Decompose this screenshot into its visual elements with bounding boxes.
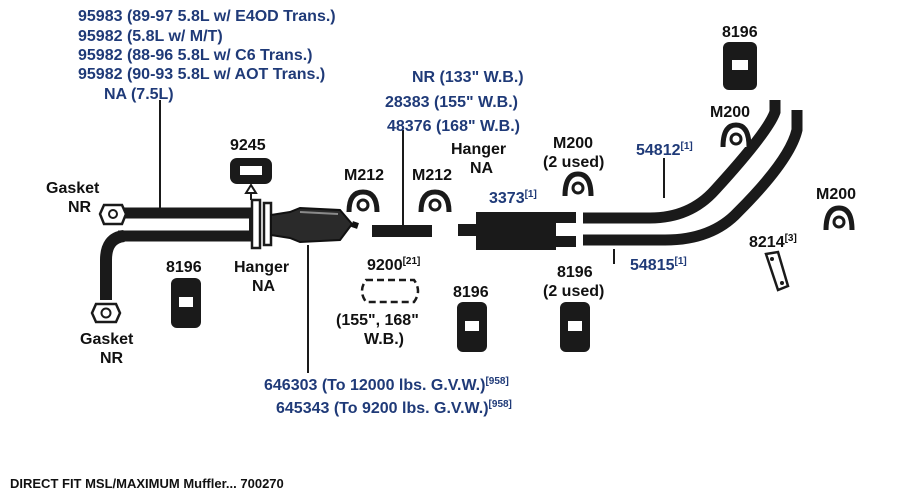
intermediate-pipe-icon [372,225,432,237]
hanger-right-code: NA [470,160,494,177]
clamp-m212-right-icon [418,189,452,213]
part-54815-label: 54815[1] [630,256,687,274]
pipe-nr-133-label: NR (133" W.B.) [412,69,524,86]
clamp-m212-left-label: M212 [344,167,384,184]
part-9245-label: 9245 [230,137,266,154]
part-8196-right-qty: (2 used) [543,283,604,300]
pipe-646303-label: 646303 (To 12000 lbs. G.V.W.)[958] [264,376,509,394]
clamp-m212-left-icon [346,189,380,213]
gasket-bottom-icon [90,302,122,324]
footer-text: DIRECT FIT MSL/MAXIMUM Muffler... 700270 [10,476,284,491]
wb-note-line2: W.B.) [364,331,404,348]
gasket-top-label: Gasket [46,180,100,197]
tail-pipes [583,100,803,246]
leader-lines [159,100,665,373]
hanger-9245-icon [230,158,272,200]
hanger-8196-top-icon [723,42,757,90]
muffler-3373-label: 3373[1] [489,189,537,207]
converter-label-1: 95983 (89-97 5.8L w/ E4OD Trans.) [78,8,336,25]
hanger-flange-icon [249,198,273,250]
hanger-right-label: Hanger [451,141,506,158]
front-pipe-assembly [100,207,258,300]
clamp-m200-center-icon [562,171,594,197]
converter-label-3: 95982 (88-96 5.8L w/ C6 Trans.) [78,47,313,64]
bracket-8214-icon [764,250,790,292]
gasket-top-icon [98,203,128,226]
converter-label-2: 95982 (5.8L w/ M/T) [78,28,223,45]
gasket-bottom-code: NR [100,350,124,367]
hanger-9200-dashed-icon [360,278,420,304]
part-9200-label: 9200[21] [367,256,420,274]
pipe-48376-label: 48376 (168" W.B.) [387,118,520,135]
gasket-top-code: NR [68,199,92,216]
muffler-icon [458,212,576,250]
hanger-8196-center-icon [457,302,487,352]
hanger-8196-left-icon [171,278,201,328]
tail-pipe-upper [583,100,781,224]
converter-label-5: NA (7.5L) [104,86,174,103]
tail-pipe-lower [583,110,803,246]
hanger-left-code: NA [252,278,276,295]
converter-label-4: 95982 (90-93 5.8L w/ AOT Trans.) [78,66,325,83]
part-8196-top-label: 8196 [722,24,758,41]
part-54812-label: 54812[1] [636,141,693,159]
part-8196-right-label: 8196 [557,264,593,281]
lower-downpipe [100,230,126,300]
clamp-m200-top-label: M200 [710,104,750,121]
clamp-m200-center-qty: (2 used) [543,154,604,171]
hanger-left-label: Hanger [234,259,289,276]
clamp-m200-center-label: M200 [553,135,593,152]
catalytic-converter-icon [270,206,359,244]
hanger-8196-right-icon [560,302,590,352]
pipe-28383-label: 28383 (155" W.B.) [385,94,518,111]
wb-note-line1: (155", 168" [336,312,419,329]
part-8196-center-label: 8196 [453,284,489,301]
clamp-m200-right-label: M200 [816,186,856,203]
clamp-m200-top-icon [720,122,752,148]
gasket-bottom-label: Gasket [80,331,134,348]
part-8214-label: 8214[3] [749,233,797,251]
pipe-645343-label: 645343 (To 9200 lbs. G.V.W.)[958] [276,399,512,417]
clamp-m212-right-label: M212 [412,167,452,184]
clamp-m200-right-icon [823,205,855,231]
part-8196-left-label: 8196 [166,259,202,276]
